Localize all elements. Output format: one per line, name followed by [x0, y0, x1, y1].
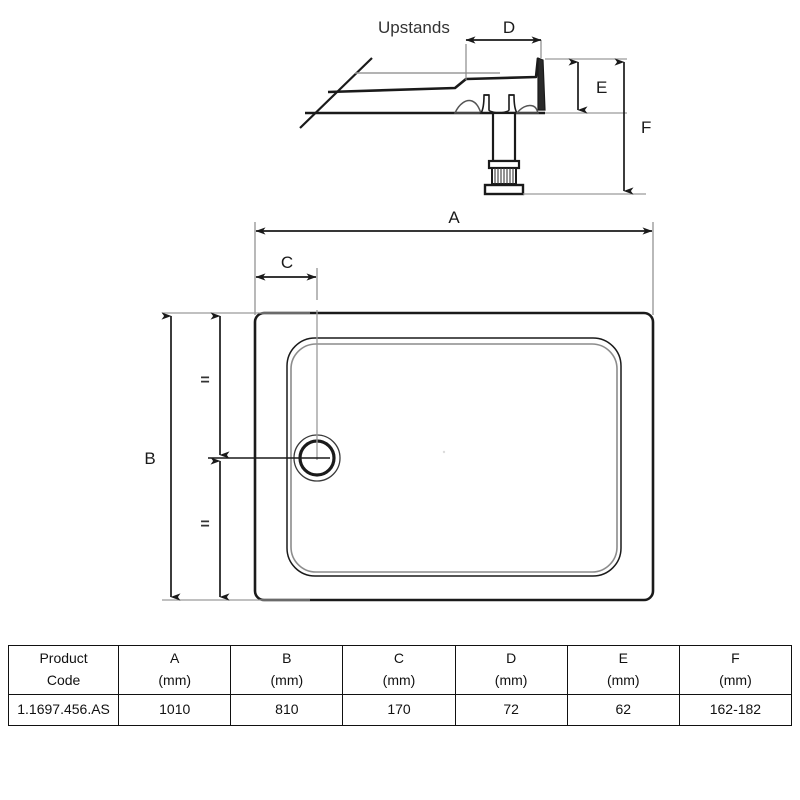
column-header-a: A (mm): [118, 645, 232, 695]
cell-value-a: 1010: [118, 694, 232, 726]
cell-value-f: 162-182: [678, 694, 793, 726]
header-line-2: (mm): [494, 672, 528, 688]
header-line-2: (mm): [270, 672, 304, 688]
equal-mark-upper: =: [200, 372, 209, 389]
cell-product-code: 1.1697.456.AS: [7, 694, 120, 726]
header-line-2: (mm): [719, 672, 752, 688]
cell-value-d: 72: [454, 694, 568, 726]
header-line-2: Code: [46, 672, 81, 688]
tray-plan-view: A C B = =: [144, 208, 655, 602]
equal-mark-lower: =: [200, 516, 209, 533]
leg-knurl-ribs: [494, 168, 514, 184]
basin-outline-outer: [286, 337, 622, 577]
header-line-1: A: [170, 650, 180, 667]
cell-value-b: 810: [230, 694, 344, 726]
upstand-lip: [537, 57, 546, 111]
header-line-1: D: [506, 650, 517, 667]
header-line-1: F: [731, 650, 740, 667]
header-line-1: B: [282, 650, 292, 667]
header-line-1: C: [393, 650, 405, 667]
tray-top-profile: [327, 57, 540, 94]
dim-label-a: A: [448, 208, 460, 227]
column-header-f: F (mm): [678, 645, 793, 695]
dim-label-b: B: [144, 449, 155, 468]
header-line-1: Product: [39, 650, 88, 667]
table-header-row: Product Code A (mm) B (mm) C (mm) D (m: [7, 645, 793, 695]
specification-table: Product Code A (mm) B (mm) C (mm) D (m: [7, 645, 793, 726]
table-header: Product Code A (mm) B (mm) C (mm) D (m: [7, 645, 793, 695]
boss-rib-inner-right: [500, 94, 519, 114]
column-header-b: B (mm): [230, 645, 344, 695]
table-body: 1.1697.456.AS 1010 810 170 72 62 162-182: [7, 694, 793, 726]
column-header-e: E (mm): [566, 645, 680, 695]
dim-label-f: F: [641, 118, 651, 137]
specification-table-container: Product Code A (mm) B (mm) C (mm) D (m: [7, 645, 793, 726]
upstands-note-label: Upstands: [378, 18, 450, 37]
leg-base-plate: [483, 183, 525, 196]
boss-rib-inner-left: [479, 94, 498, 114]
dim-label-d: D: [503, 18, 515, 37]
header-line-2: (mm): [606, 672, 640, 688]
header-line-2: (mm): [158, 672, 192, 688]
dim-label-c: C: [281, 253, 293, 272]
cell-value-e: 62: [566, 694, 680, 726]
header-line-1: E: [618, 650, 628, 667]
column-header-c: C (mm): [342, 645, 456, 695]
surface-mark: [442, 450, 446, 454]
upstand-section-view: D E F Upstands: [299, 18, 651, 196]
tray-outer-outline: [253, 311, 655, 602]
dim-label-e: E: [596, 78, 607, 97]
header-line-2: (mm): [382, 672, 416, 688]
column-header-product-code: Product Code: [7, 645, 120, 695]
table-row: 1.1697.456.AS 1010 810 170 72 62 162-182: [7, 694, 793, 726]
leg-collar-upper: [487, 159, 521, 170]
cell-value-c: 170: [342, 694, 456, 726]
leg-shaft: [491, 111, 517, 163]
underside-rib-left: [453, 99, 483, 114]
underside-rib-right: [515, 104, 540, 114]
column-header-d: D (mm): [454, 645, 568, 695]
